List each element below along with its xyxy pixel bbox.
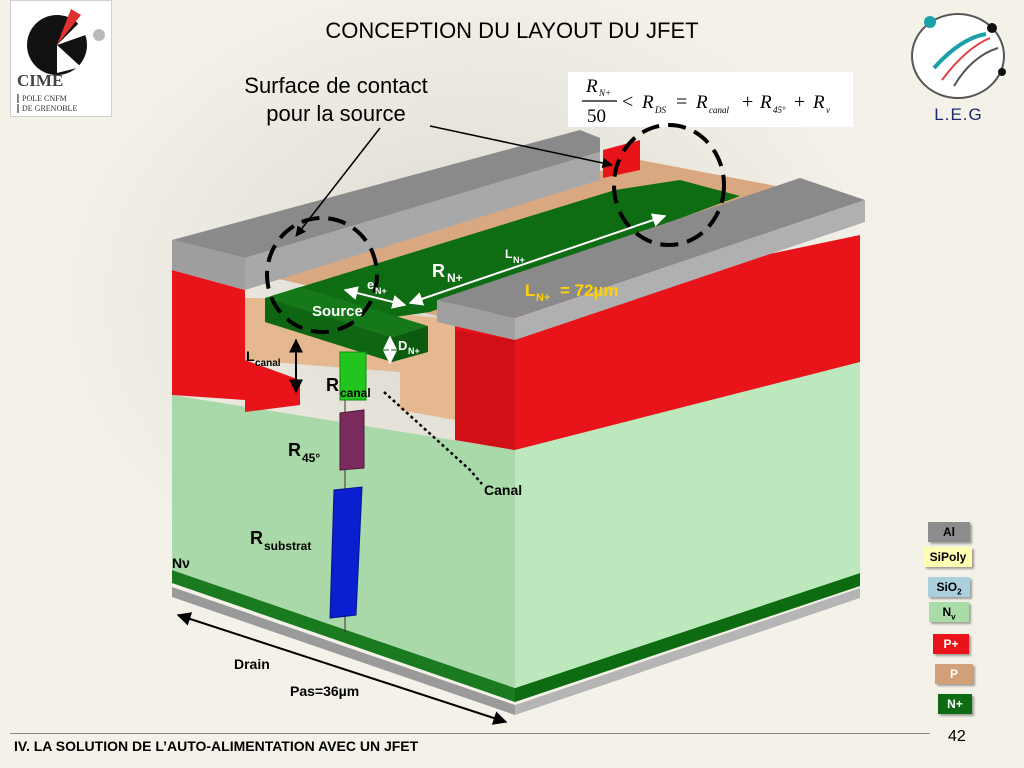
eq-numerator-sub: N+ bbox=[598, 88, 611, 98]
ln-value-label: L bbox=[525, 281, 535, 300]
p-plus-left-front bbox=[172, 270, 245, 400]
rcanal-label-sub: canal bbox=[340, 386, 371, 400]
leg-logo: L.E.G bbox=[906, 8, 1011, 124]
drain-label: Drain bbox=[234, 656, 270, 672]
canal-label: Canal bbox=[484, 482, 522, 498]
rsubstrat-block bbox=[329, 486, 363, 619]
source-pad-side bbox=[392, 326, 428, 362]
r45-label: R bbox=[288, 440, 301, 460]
legend-sipoly: SiPoly bbox=[924, 547, 972, 567]
al-bar-left-top bbox=[172, 130, 600, 258]
ln-value-sub: N+ bbox=[536, 292, 550, 304]
legend-nv: Nv bbox=[929, 602, 969, 622]
cime-subline-1: POLE CNFM bbox=[17, 94, 67, 103]
rcanal-label: R bbox=[326, 375, 339, 395]
legend-al: Al bbox=[928, 522, 970, 542]
legend-sio2: SiO2 bbox=[928, 577, 970, 597]
far-contact-highlight bbox=[612, 123, 726, 247]
source-contact-highlight bbox=[265, 216, 379, 334]
eq-r4-sub: v bbox=[826, 105, 830, 115]
al-bar-left-front bbox=[172, 240, 245, 290]
p-plus-far bbox=[603, 140, 640, 178]
equation-box: R N+ 50 < R DS = R canal + R 45° + R v bbox=[568, 72, 853, 127]
r45-label-sub: 45° bbox=[302, 451, 320, 465]
eq-denominator: 50 bbox=[587, 106, 606, 127]
r45-block bbox=[339, 409, 365, 471]
equation: R N+ 50 < R DS = R canal + R 45° + R v bbox=[582, 76, 830, 127]
eq-r4: R bbox=[812, 92, 825, 113]
legend-p: P bbox=[935, 664, 973, 684]
ln-dimension-arrow bbox=[408, 213, 667, 306]
rn-label-sub: N+ bbox=[447, 271, 463, 285]
eq-equals: = bbox=[676, 91, 687, 113]
rcanal-block bbox=[339, 351, 367, 401]
legend-n-plus: N+ bbox=[938, 694, 972, 714]
rsubstrat-label-sub: substrat bbox=[264, 539, 311, 553]
canal-pointer bbox=[383, 391, 483, 485]
callout-line-2: pour la source bbox=[266, 101, 406, 126]
callout-arrow-right bbox=[429, 125, 614, 169]
contact-callout: Surface de contact pour la source bbox=[222, 72, 450, 128]
callout-arrow-left bbox=[295, 127, 381, 237]
eq-r2-sub: canal bbox=[709, 105, 729, 115]
eq-plus-2: + bbox=[794, 91, 805, 113]
footer-section-title: IV. LA SOLUTION DE L’AUTO-ALIMENTATION A… bbox=[14, 738, 419, 754]
d-label: D bbox=[398, 338, 407, 353]
footer-divider bbox=[10, 733, 930, 734]
lcanal-label-sub: canal bbox=[255, 358, 281, 369]
al-bar-right-front bbox=[437, 300, 515, 340]
nplus-substrate-right bbox=[515, 573, 860, 702]
rn-label: R bbox=[432, 261, 445, 281]
p-plus-right-side bbox=[455, 330, 515, 450]
leg-name: L.E.G bbox=[934, 105, 983, 124]
nv-label: Nν bbox=[172, 555, 190, 571]
leg-emblem-icon bbox=[911, 13, 1006, 99]
eq-r2: R bbox=[695, 92, 708, 113]
source-label: Source bbox=[312, 303, 363, 320]
eq-less-than: < bbox=[622, 91, 633, 113]
d-label-sub: N+ bbox=[408, 346, 420, 356]
eq-r3: R bbox=[759, 92, 772, 113]
drain-base-right bbox=[515, 588, 860, 715]
eq-numerator: R bbox=[585, 76, 598, 97]
rsubstrat-label: R bbox=[250, 528, 263, 548]
pas-dimension-arrow bbox=[176, 612, 508, 725]
cime-emblem-icon bbox=[27, 9, 105, 75]
slide-title: CONCEPTION DU LAYOUT DU JFET bbox=[325, 18, 699, 43]
pas-label: Pas=36µm bbox=[290, 683, 359, 699]
ln-value-rest: = 72µm bbox=[560, 281, 618, 300]
eq-plus-1: + bbox=[742, 91, 753, 113]
nv-body-right bbox=[515, 362, 860, 688]
p-plus-right-front bbox=[455, 235, 860, 450]
legend-p-plus: P+ bbox=[933, 634, 969, 654]
p-plus-left-lower bbox=[245, 360, 300, 412]
lcanal-label: L bbox=[246, 348, 255, 364]
eq-r3-sub: 45° bbox=[773, 105, 786, 115]
ln-label: L bbox=[505, 247, 512, 261]
cime-logo: CIME POLE CNFM DE GRENOBLE bbox=[10, 0, 112, 117]
e-dimension-arrow bbox=[343, 286, 407, 309]
slide-number: 42 bbox=[948, 728, 966, 745]
e-label: e bbox=[367, 277, 374, 292]
cime-name: CIME bbox=[17, 71, 64, 90]
eq-r1: R bbox=[641, 92, 654, 113]
ln-label-sub: N+ bbox=[513, 255, 525, 265]
e-label-sub: N+ bbox=[375, 286, 387, 296]
callout-line-1: Surface de contact bbox=[244, 73, 428, 98]
cime-subline-2: DE GRENOBLE bbox=[17, 104, 77, 113]
source-pad-top bbox=[265, 287, 428, 337]
eq-r1-sub: DS bbox=[654, 105, 666, 115]
